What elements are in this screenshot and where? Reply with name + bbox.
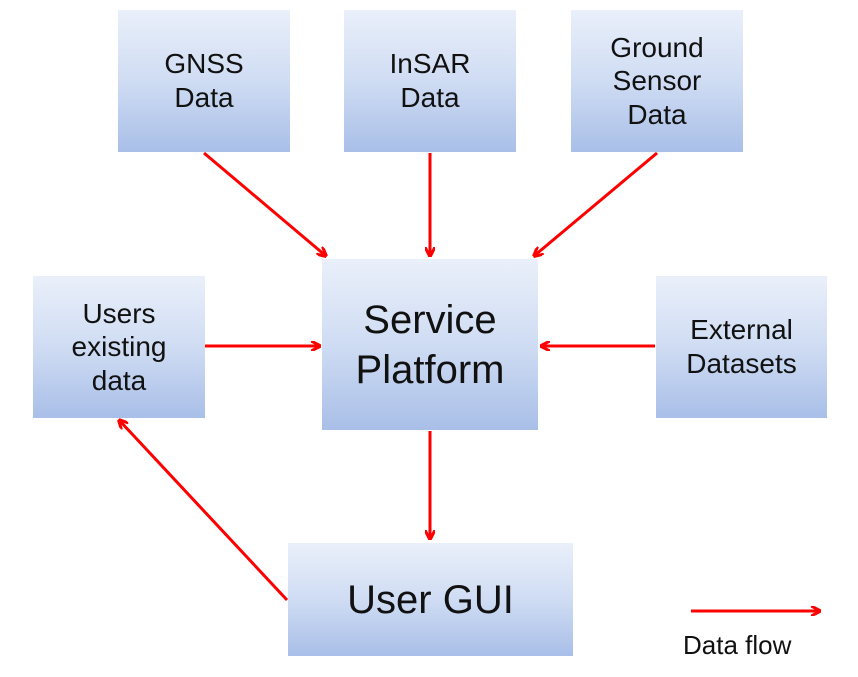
external-datasets-label: External Datasets <box>686 314 797 379</box>
user-gui-label: User GUI <box>347 577 514 622</box>
insar-data-node: InSAR Data <box>344 10 516 152</box>
ground-sensor-data-node: Ground Sensor Data <box>571 10 743 152</box>
gnss-data-label: GNSS Data <box>164 48 244 113</box>
arrow-ground-to-platform <box>534 151 658 256</box>
service-platform-node: Service Platform <box>322 259 538 430</box>
users-existing-data-node: Users existing data <box>33 276 205 418</box>
gnss-data-node: GNSS Data <box>118 10 290 152</box>
external-datasets-node: External Datasets <box>656 276 827 418</box>
service-platform-label: Service Platform <box>355 297 505 392</box>
arrow-gnss-to-platform <box>203 151 326 256</box>
insar-data-label: InSAR Data <box>389 48 471 113</box>
arrow-gui-to-users <box>119 420 289 602</box>
user-gui-node: User GUI <box>288 543 573 656</box>
users-existing-data-label: Users existing data <box>71 297 167 396</box>
ground-sensor-data-label: Ground Sensor Data <box>610 31 704 130</box>
legend-label: Data flow <box>683 630 792 660</box>
